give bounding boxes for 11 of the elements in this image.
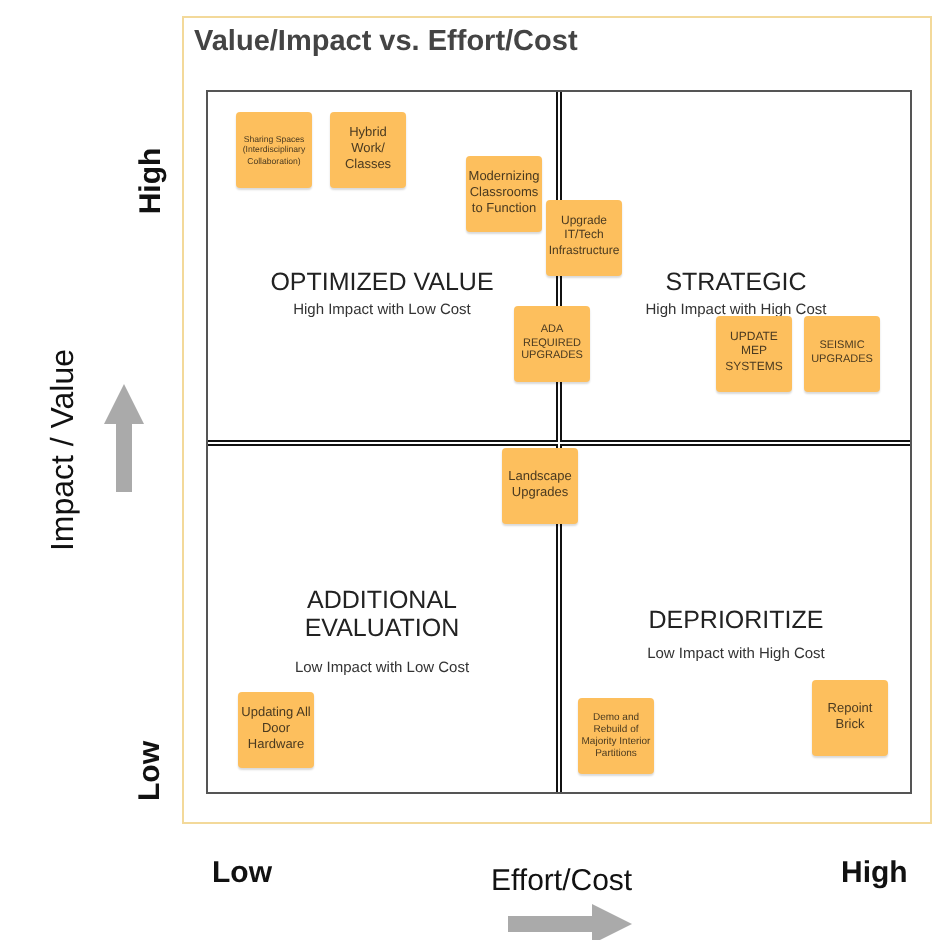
axis-tick-label: High [133,146,168,214]
quadrant-heading: ADDITIONAL EVALUATION [302,586,462,644]
quadrant-heading: OPTIMIZED VALUE [268,268,496,297]
axis-tick-label: High [841,855,908,889]
quadrant-heading: DEPRIORITIZE [646,606,826,635]
chart-title: Value/Impact vs. Effort/Cost [194,26,578,58]
axis-tick-label: Low [133,740,167,800]
axis-title: Effort/Cost [491,863,633,897]
quadrant-heading: STRATEGIC [663,268,809,297]
axis-tick-label: Low [212,855,272,889]
axis-title: Impact / Value [46,348,83,552]
